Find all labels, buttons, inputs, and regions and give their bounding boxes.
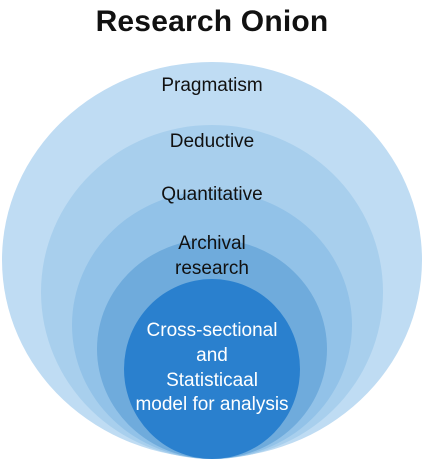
layer-method-label: Quantitative <box>161 184 262 205</box>
layer-philosophy-label: Pragmatism <box>161 75 262 96</box>
layer-core-label-line1: Cross-sectional <box>147 320 278 341</box>
layer-approach-label: Deductive <box>170 131 255 152</box>
diagram-title: Research Onion <box>95 5 329 38</box>
layer-strategy-label-line2: research <box>175 258 249 279</box>
layer-strategy-label-line1: Archival <box>178 233 246 254</box>
layer-core-ring <box>124 279 300 459</box>
layer-core-label-line4: model for analysis <box>135 394 288 415</box>
layer-core-label-line3: Statisticaal <box>166 370 258 391</box>
layer-core-label-line2: and <box>196 345 228 366</box>
